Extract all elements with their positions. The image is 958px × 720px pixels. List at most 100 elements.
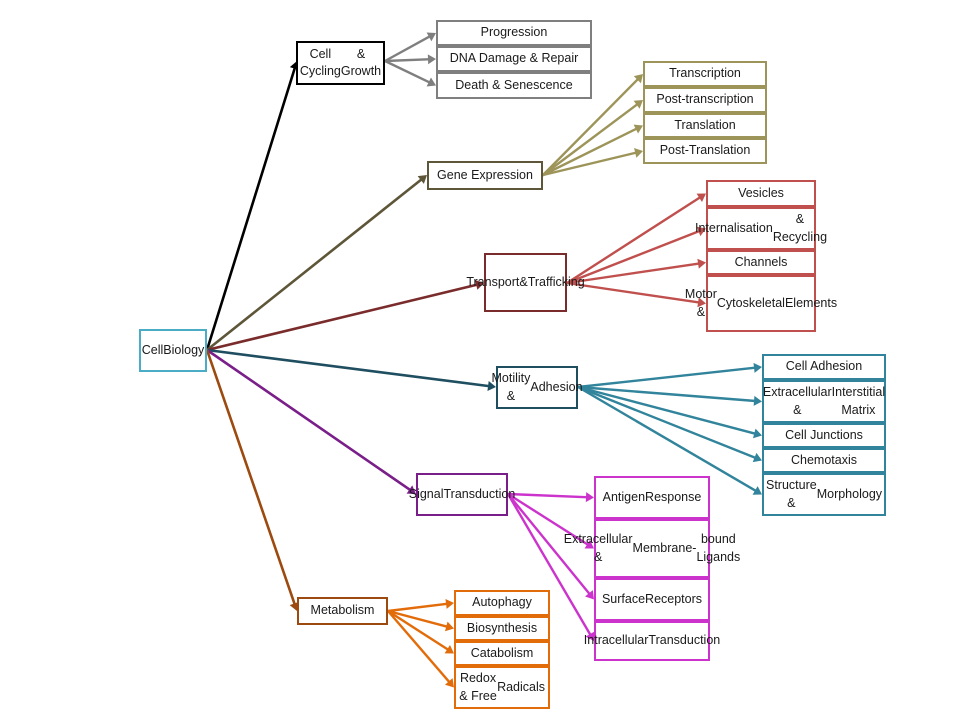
- arrow-motility-and-adhesion-to-extracellular-and-interstitial-matrix-head: [753, 395, 762, 406]
- arrow-gene-expression-to-post-translation-line: [541, 151, 637, 177]
- arrow-cell-cycling-and-growth-to-death-and-senescence: [383, 59, 436, 87]
- leaf-node-transcription-label: Transcription: [669, 66, 741, 81]
- arrow-motility-and-adhesion-to-cell-junctions: [576, 385, 762, 439]
- arrow-cell-cycling-and-growth-to-dna-damage-and-repair-head: [427, 54, 436, 65]
- arrow-transport-and-trafficking-to-internalisation-and-recycling: [565, 226, 706, 285]
- branch-node-gene-expression-label: Gene Expression: [437, 167, 533, 182]
- arrow-motility-and-adhesion-to-chemotaxis-head: [752, 452, 762, 463]
- arrow-cell-cycling-and-growth-to-progression-line: [383, 35, 431, 63]
- branch-node-metabolism-label: Metabolism: [310, 603, 375, 618]
- leaf-node-surface-receptors-label-line-2: Receptors: [645, 591, 703, 606]
- arrow-cell-cycling-and-growth-to-progression: [383, 32, 436, 63]
- leaf-node-catabolism: Catabolism: [454, 641, 550, 666]
- arrow-root-to-metabolism-head: [289, 601, 300, 611]
- arrow-gene-expression-to-transcription: [541, 74, 643, 177]
- arrow-metabolism-to-redox-and-free-radicals-line: [386, 609, 450, 683]
- leaf-node-translation: Translation: [643, 113, 767, 138]
- leaf-node-channels-label: Channels: [734, 254, 788, 269]
- arrow-root-to-motility-and-adhesion: [205, 348, 496, 391]
- arrow-motility-and-adhesion-to-chemotaxis: [576, 385, 762, 463]
- arrow-metabolism-to-redox-and-free-radicals: [386, 609, 454, 688]
- arrow-root-to-signal-transduction: [205, 348, 416, 494]
- leaf-node-intracellular-transduction-label-line-2: Transduction: [648, 633, 721, 648]
- leaf-node-death-and-senescence: Death & Senescence: [436, 72, 592, 99]
- arrow-metabolism-to-autophagy-line: [386, 602, 448, 613]
- leaf-node-internalisation-and-recycling: Internalisation& Recycling: [695, 207, 827, 250]
- arrow-transport-and-trafficking-to-channels-line: [565, 262, 700, 285]
- arrow-root-to-metabolism-line: [205, 348, 296, 605]
- arrow-metabolism-to-biosynthesis-line: [386, 609, 448, 628]
- arrow-gene-expression-to-transcription-line: [541, 78, 639, 177]
- arrow-gene-expression-to-translation: [541, 124, 643, 177]
- arrow-signal-transduction-to-intracellular-transduction-line: [506, 492, 592, 636]
- arrow-gene-expression-to-post-translation: [541, 148, 643, 177]
- arrow-cell-cycling-and-growth-to-death-and-senescence-head: [426, 77, 436, 87]
- arrow-metabolism-to-catabolism-head: [444, 644, 454, 654]
- leaf-node-redox-and-free-radicals-label-line-1: Redox & Free: [459, 671, 497, 703]
- leaf-node-internalisation-and-recycling-label-line-2: & Recycling: [772, 212, 828, 244]
- leaf-node-vesicles: Vesicles: [706, 180, 816, 207]
- leaf-node-death-and-senescence-label: Death & Senescence: [455, 77, 573, 92]
- arrow-root-to-gene-expression: [205, 175, 427, 352]
- arrow-transport-and-trafficking-to-vesicles: [565, 193, 706, 285]
- leaf-node-extracellular-and-membrane-bound-ligands-label-line-2: Membrane-: [632, 540, 697, 555]
- arrow-metabolism-to-autophagy-head: [445, 598, 454, 609]
- arrow-transport-and-trafficking-to-internalisation-and-recycling-head: [696, 226, 706, 237]
- leaf-node-chemotaxis: Chemotaxis: [762, 448, 886, 473]
- leaf-node-motor-and-cytoskeletal-elements-label-line-3: Elements: [784, 295, 838, 310]
- leaf-node-post-transcription: Post-transcription: [643, 87, 767, 113]
- branch-node-motility-and-adhesion: Motility &Adhesion: [491, 366, 583, 409]
- branch-node-metabolism: Metabolism: [297, 597, 388, 625]
- leaf-node-motor-and-cytoskeletal-elements-label-line-1: Motor &: [684, 287, 717, 319]
- arrow-motility-and-adhesion-to-structure-and-morphology-head: [752, 486, 762, 495]
- arrow-motility-and-adhesion-to-cell-junctions-head: [752, 428, 762, 439]
- leaf-node-antigen-response-label-line-1: Antigen: [602, 489, 646, 504]
- arrow-signal-transduction-to-antigen-response: [506, 492, 594, 503]
- leaf-node-cell-junctions-label: Cell Junctions: [785, 427, 863, 442]
- arrow-metabolism-to-autophagy: [386, 598, 454, 613]
- leaf-node-dna-damage-and-repair: DNA Damage & Repair: [436, 46, 592, 72]
- arrow-root-to-transport-and-trafficking-line: [205, 283, 478, 352]
- arrow-signal-transduction-to-intracellular-transduction: [506, 492, 595, 641]
- arrow-gene-expression-to-post-translation-head: [634, 148, 643, 158]
- arrow-motility-and-adhesion-to-extracellular-and-interstitial-matrix-line: [576, 385, 756, 403]
- leaf-node-autophagy-label: Autophagy: [472, 595, 532, 610]
- arrow-motility-and-adhesion-to-extracellular-and-interstitial-matrix: [576, 385, 762, 406]
- leaf-node-cell-junctions: Cell Junctions: [762, 423, 886, 448]
- leaf-node-autophagy: Autophagy: [454, 590, 550, 616]
- arrow-root-to-gene-expression-head: [417, 175, 427, 184]
- arrow-signal-transduction-to-intracellular-transduction-head: [585, 631, 595, 641]
- arrow-root-to-transport-and-trafficking: [205, 280, 484, 352]
- leaf-node-motor-and-cytoskeletal-elements-label-line-2: Cytoskeletal: [716, 295, 785, 310]
- root-node-cell-biology-label-line-2: Biology: [163, 342, 205, 357]
- leaf-node-extracellular-and-membrane-bound-ligands-label-line-3: bound Ligands: [696, 532, 741, 564]
- branch-node-signal-transduction-label-line-2: Transduction: [443, 486, 516, 501]
- arrow-motility-and-adhesion-to-cell-adhesion: [576, 362, 762, 389]
- arrow-signal-transduction-to-extracellular-and-membrane-bound-ligands: [506, 492, 594, 549]
- leaf-node-extracellular-and-membrane-bound-ligands-label-line-1: Extracellular &: [563, 532, 633, 564]
- leaf-node-extracellular-and-interstitial-matrix-label-line-1: Extracellular &: [762, 385, 832, 417]
- arrow-metabolism-to-catabolism: [386, 609, 454, 654]
- arrow-root-to-signal-transduction-head: [406, 485, 416, 494]
- branch-node-transport-and-trafficking-label-line-2: &: [519, 274, 528, 289]
- leaf-node-vesicles-label: Vesicles: [738, 185, 784, 200]
- leaf-node-structure-and-morphology-label-line-1: Structure &: [765, 478, 817, 510]
- arrow-metabolism-to-biosynthesis-head: [444, 621, 454, 632]
- arrow-cell-cycling-and-growth-to-dna-damage-and-repair-line: [383, 58, 430, 63]
- arrow-transport-and-trafficking-to-motor-and-cytoskeletal-elements-head: [697, 297, 706, 308]
- leaf-node-redox-and-free-radicals-label-line-2: Radicals: [497, 679, 545, 694]
- leaf-node-structure-and-morphology-label-line-2: Morphology: [816, 486, 883, 501]
- arrow-metabolism-to-biosynthesis: [386, 609, 454, 632]
- arrow-transport-and-trafficking-to-motor-and-cytoskeletal-elements-line: [565, 281, 700, 304]
- leaf-node-dna-damage-and-repair-label: DNA Damage & Repair: [449, 51, 579, 66]
- branch-node-transport-and-trafficking-label-line-1: Transport: [466, 274, 520, 289]
- leaf-node-progression: Progression: [436, 20, 592, 46]
- arrow-root-to-gene-expression-line: [205, 178, 423, 352]
- arrow-motility-and-adhesion-to-structure-and-morphology-line: [576, 385, 757, 492]
- arrow-cell-cycling-and-growth-to-progression-head: [426, 32, 436, 42]
- leaf-node-catabolism-label: Catabolism: [470, 645, 534, 660]
